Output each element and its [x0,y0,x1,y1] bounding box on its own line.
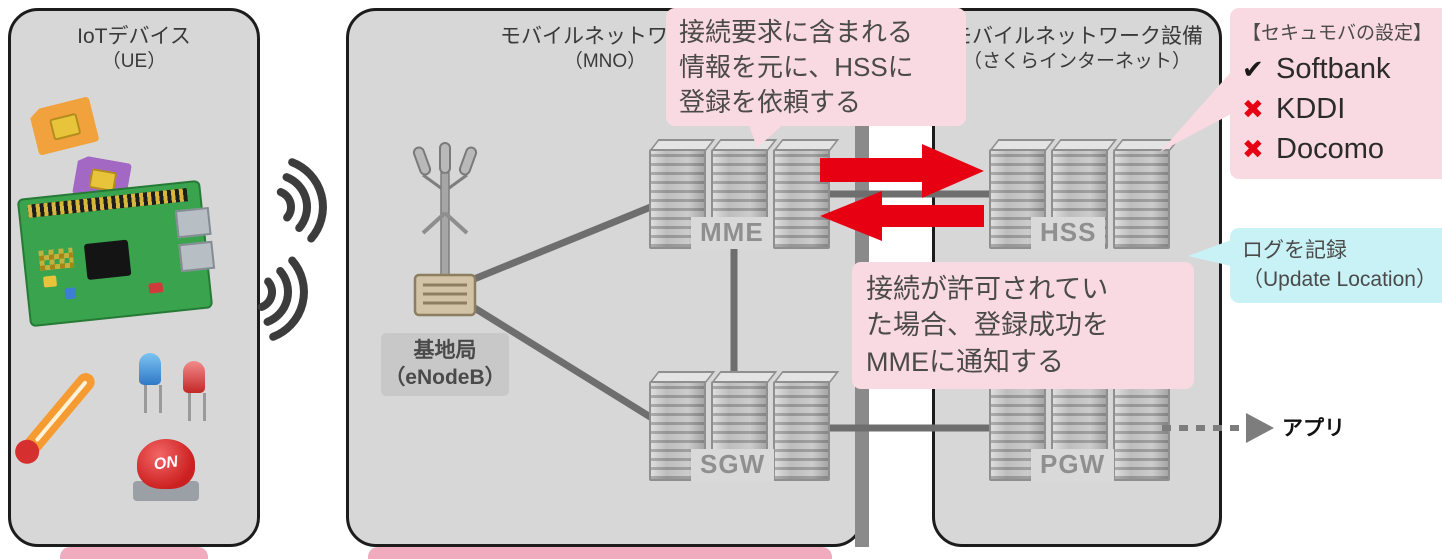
server-label-mme: MME [691,217,773,249]
server-label-pgw: PGW [1031,449,1115,481]
enodeb-label-line1: 基地局 [413,339,477,362]
callout-request-line3: 登録を依頼する [679,86,862,117]
carrier-label: KDDI [1276,92,1346,125]
setting-row-kddi: ✖ KDDI [1242,89,1442,129]
server-label-sgw: SGW [691,449,775,481]
server-tower [1113,381,1170,481]
enodeb-label-line2: （eNodeB） [384,366,506,390]
panel-title-iot: IoTデバイス （UE） [11,23,257,75]
cross-icon: ✖ [1242,133,1264,164]
usb-port-icon [178,240,216,273]
circuit-board-icon [16,179,216,328]
callout-request-line1: 接続要求に含まれる [679,17,914,47]
server-tower [773,381,830,481]
cpu-chip-icon [83,239,132,281]
gpio-pins-icon [27,188,188,218]
led-red-icon [183,361,206,421]
panel-sakura-title-line2: （さくらインターネット） [962,51,1191,73]
check-icon: ✔ [1242,53,1264,84]
server-tower [1113,149,1170,249]
power-button-icon: ON [133,439,199,503]
panel-mno-title-line2: （MNO） [563,51,647,73]
panel-iot-title-line1: IoTデバイス [77,25,191,48]
server-sgw: SGW [649,381,830,481]
callout-log-record: ログを記録 （Update Location） [1230,228,1442,303]
callout-success-line2: た場合、登録成功を [866,310,1109,341]
enodeb-label: 基地局 （eNodeB） [381,333,509,396]
usb-port-icon [174,206,212,239]
callout-request-line2: 情報を元に、HSSに [679,51,914,82]
enodeb-tower: 基地局 （eNodeB） [381,139,509,396]
server-mme: MME [649,149,830,249]
server-tower [773,149,830,249]
panel-title-mno: モバイルネットワーク （MNO） [349,23,861,75]
callout-log-line1: ログを記録 [1242,239,1347,262]
setting-row-docomo: ✖ Docomo [1242,129,1442,169]
panel-mno-title-line1: モバイルネットワーク [500,25,710,48]
thermometer-scale [34,380,88,443]
board-component-icon [43,275,58,288]
server-label-hss: HSS [1031,217,1106,249]
power-button-dome: ON [137,439,195,489]
panel-iot-title-line2: （UE） [101,51,167,73]
cropped-caption-strip-middle [368,547,832,559]
led-blue-icon [139,353,162,413]
board-component-icon [64,287,77,300]
carrier-label: Docomo [1276,132,1384,165]
panel-iot-device: IoTデバイス （UE） ON [8,8,260,547]
dotted-arrowhead-icon [1246,413,1274,443]
panel-sakura-title-line1: モバイルネットワーク設備 [951,25,1203,48]
app-label: アプリ [1282,417,1345,440]
callout-register-request: 接続要求に含まれる 情報を元に、HSSに 登録を依頼する [666,8,966,127]
sim-chip-icon [49,113,81,141]
callout-register-success: 接続が許可されてい た場合、登録成功を MMEに通知する [852,262,1194,390]
board-component-icon [148,282,164,294]
led-legs [188,393,206,421]
radio-waves-icon [257,256,308,341]
antenna-tower-icon [412,142,478,317]
sim-card-icon [28,96,99,156]
settings-title: 【セキュモバの設定】 [1242,23,1433,44]
callout-secumoba-settings: 【セキュモバの設定】 ✔ Softbank ✖ KDDI ✖ Docomo [1230,8,1442,179]
carrier-label: Softbank [1276,52,1391,85]
radio-waves-icon [276,158,327,243]
cropped-caption-strip-left [60,547,208,559]
server-pgw: PGW [989,381,1170,481]
thermometer-icon [10,369,99,469]
solder-pads-icon [38,247,75,271]
callout-success-line3: MMEに通知する [866,346,1064,377]
led-legs [144,385,162,413]
callout-success-line1: 接続が許可されてい [866,274,1109,304]
panel-title-sakura: モバイルネットワーク設備 （さくらインターネット） [935,23,1219,75]
power-button-label: ON [152,453,179,474]
cross-icon: ✖ [1242,93,1264,124]
setting-row-softbank: ✔ Softbank [1242,49,1442,89]
callout-log-line2: （Update Location） [1242,268,1437,292]
server-hss: HSS [989,149,1170,249]
